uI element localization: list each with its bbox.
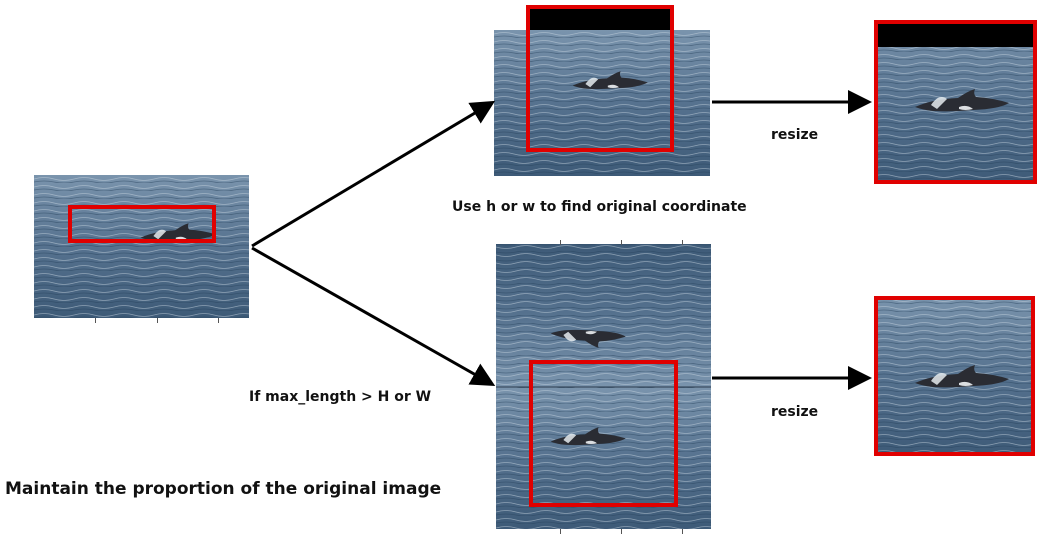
maintain-proportion-label: Maintain the proportion of the original … <box>5 479 442 499</box>
resize-label-top: resize <box>771 127 819 143</box>
crop-box-top <box>526 5 674 152</box>
arrow-right-icon <box>251 100 496 248</box>
original-image <box>34 175 249 318</box>
top-result-image <box>874 20 1037 184</box>
top-middle-image <box>494 30 710 176</box>
crop-box-bottom-result <box>874 296 1035 456</box>
padding-bar-top <box>530 9 670 30</box>
crop-box-top-result <box>874 20 1037 184</box>
bottom-result-image <box>874 296 1035 456</box>
crop-box-original <box>68 205 216 243</box>
resize-label-bottom: resize <box>771 404 819 420</box>
padding-bar-result <box>878 24 1033 47</box>
use-h-or-w-label: Use h or w to find original coordinate <box>452 199 747 215</box>
if-max-length-label: If max_length > H or W <box>249 389 432 405</box>
arrow-right-icon <box>251 246 496 386</box>
crop-box-bottom <box>529 360 678 507</box>
